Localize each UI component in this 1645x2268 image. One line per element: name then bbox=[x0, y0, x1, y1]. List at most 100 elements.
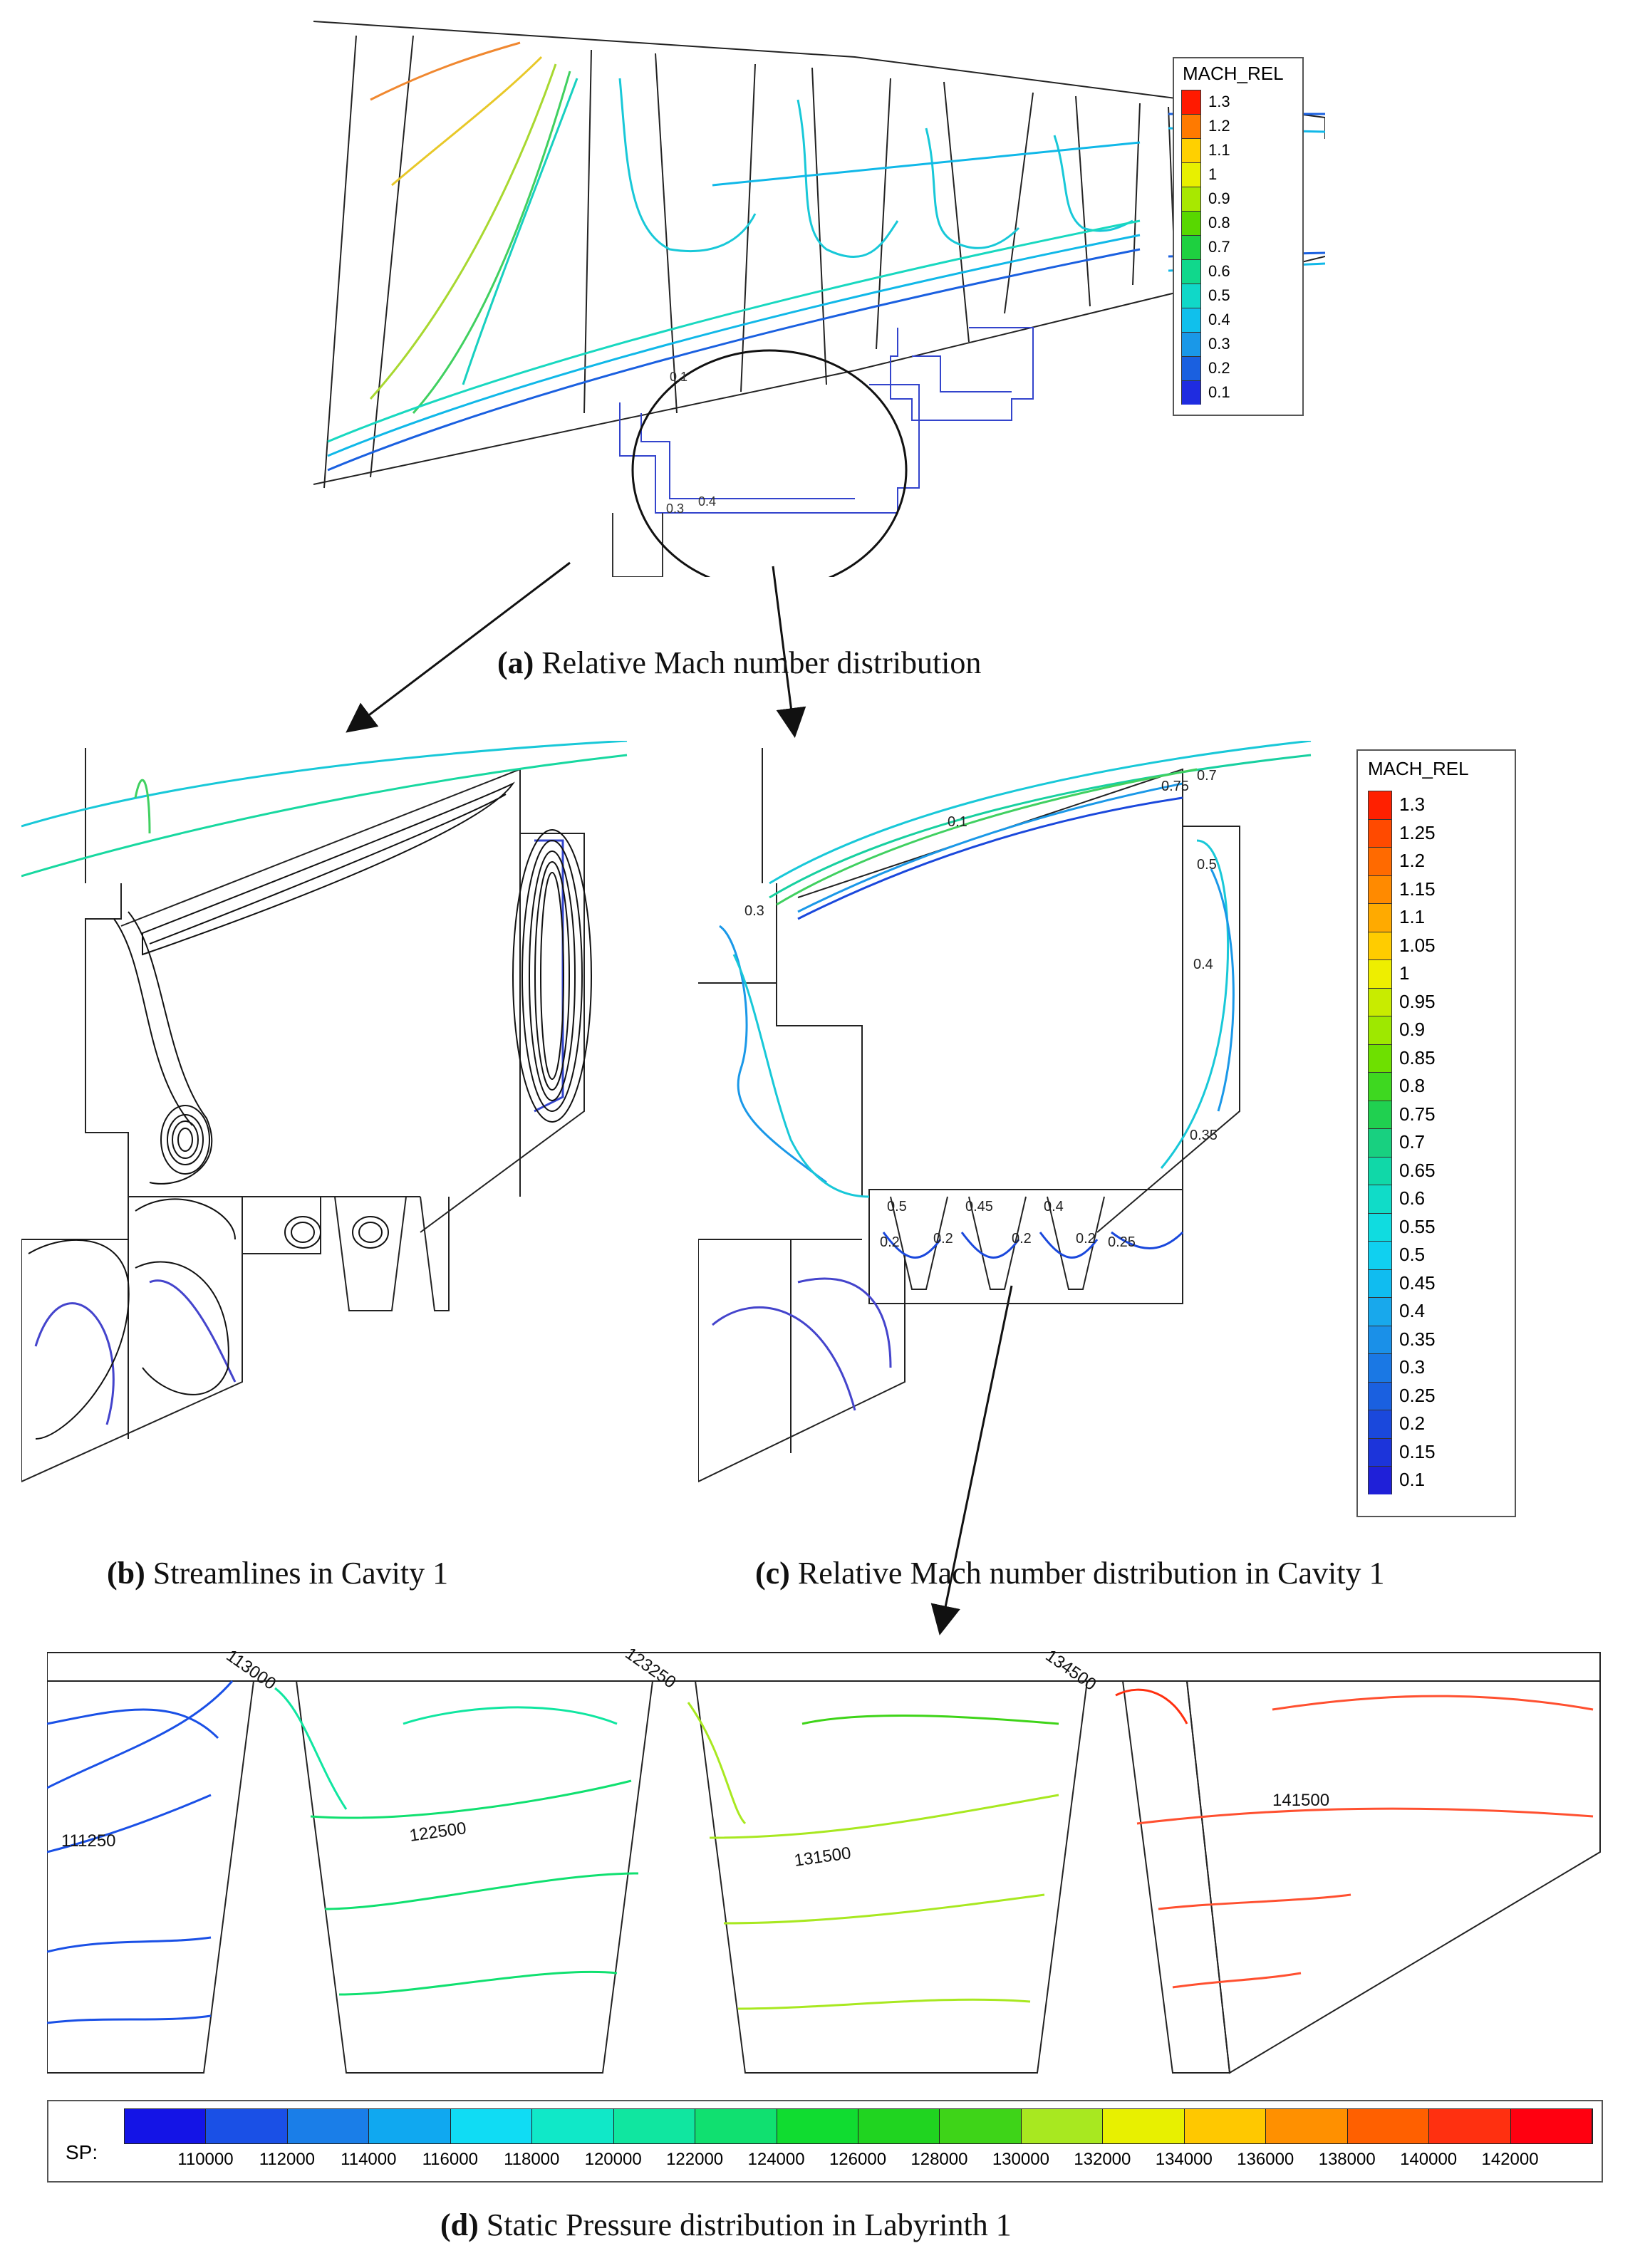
caption-b: (b) Streamlines in Cavity 1 bbox=[107, 1555, 448, 1591]
contour-label: 0.2 bbox=[1012, 1231, 1032, 1247]
legend-label: 1.05 bbox=[1399, 934, 1436, 956]
colorbar-cell bbox=[1184, 2109, 1267, 2143]
contour-label: 0.45 bbox=[965, 1199, 993, 1214]
contour-label: 131500 bbox=[793, 1843, 852, 1871]
caption-b-label: (b) bbox=[107, 1556, 145, 1591]
legend-entry: 0.35 bbox=[1368, 1325, 1436, 1353]
legend-label: 0.4 bbox=[1399, 1300, 1426, 1322]
colorbar-cell bbox=[858, 2109, 940, 2143]
colorbar-tick-label: 114000 bbox=[341, 2150, 397, 2169]
legend-label: 1.3 bbox=[1208, 93, 1230, 110]
legend-label: 1.15 bbox=[1399, 878, 1436, 900]
caption-a-label: (a) bbox=[497, 645, 534, 680]
legend-entry: 0.4 bbox=[1368, 1297, 1425, 1326]
legend-entry: 0.7 bbox=[1368, 1128, 1425, 1157]
legend-swatch bbox=[1368, 1437, 1392, 1466]
legend-swatch bbox=[1368, 1325, 1392, 1353]
contour-label: 0.4 bbox=[698, 494, 716, 509]
legend-entry: 1.25 bbox=[1368, 818, 1436, 847]
legend-swatch bbox=[1368, 1044, 1392, 1072]
legend-entry: 0.8 bbox=[1181, 211, 1230, 235]
legend-swatch bbox=[1368, 1466, 1392, 1494]
legend-entry: 1.2 bbox=[1368, 847, 1425, 875]
legend-entry: 1.15 bbox=[1368, 875, 1436, 903]
colorbar-tick-label: 112000 bbox=[259, 2150, 316, 2169]
legend-entry: 0.8 bbox=[1368, 1072, 1425, 1101]
contour-label: 0.3 bbox=[666, 501, 684, 516]
legend-entry: 0.15 bbox=[1368, 1437, 1436, 1466]
legend-swatch bbox=[1368, 847, 1392, 875]
colorbar-tick-label: 140000 bbox=[1400, 2150, 1458, 2169]
legend-label: 0.6 bbox=[1399, 1187, 1426, 1210]
contour-label: 141500 bbox=[1272, 1791, 1329, 1810]
colorbar-cell bbox=[206, 2109, 288, 2143]
legend-entry: 0.55 bbox=[1368, 1212, 1436, 1241]
legend-entry: 1.1 bbox=[1368, 903, 1425, 932]
legend-entry: 0.25 bbox=[1368, 1381, 1436, 1410]
colorbar-cell bbox=[613, 2109, 696, 2143]
contour-label: 0.1 bbox=[670, 370, 687, 384]
legend-label: 1.25 bbox=[1399, 821, 1436, 843]
colorbar-cell bbox=[695, 2109, 777, 2143]
contour-label: 0.2 bbox=[1076, 1231, 1096, 1247]
contour-label: 0.5 bbox=[887, 1199, 907, 1214]
legend-swatch bbox=[1368, 987, 1392, 1016]
colorbar-cell bbox=[1429, 2109, 1511, 2143]
legend-swatch bbox=[1368, 875, 1392, 903]
legend-swatch bbox=[1368, 1156, 1392, 1185]
legend-title: MACH_REL bbox=[1183, 63, 1284, 84]
legend-swatch bbox=[1181, 211, 1201, 235]
legend-entry: 0.2 bbox=[1368, 1410, 1425, 1438]
caption-c: (c) Relative Mach number distribution in… bbox=[755, 1555, 1385, 1591]
legend-swatch bbox=[1368, 1016, 1392, 1044]
legend-swatch bbox=[1181, 235, 1201, 259]
contour-label: 0.5 bbox=[1197, 857, 1217, 873]
legend-swatch bbox=[1181, 284, 1201, 308]
legend-entry: 0.3 bbox=[1368, 1353, 1425, 1382]
legend-swatch bbox=[1368, 1128, 1392, 1157]
contour-label: 0.4 bbox=[1044, 1199, 1064, 1214]
legend-swatch bbox=[1368, 1072, 1392, 1101]
legend-entry: 0.4 bbox=[1181, 308, 1230, 332]
legend-label: 0.8 bbox=[1399, 1075, 1426, 1097]
legend-label: 1 bbox=[1399, 962, 1410, 984]
colorbar-tick-label: 122000 bbox=[666, 2150, 724, 2169]
contour-label: 0.4 bbox=[1193, 957, 1213, 972]
panel-b-streamline-plot bbox=[21, 741, 628, 1483]
legend-label: 1.3 bbox=[1399, 794, 1426, 816]
colorbar-cell bbox=[532, 2109, 614, 2143]
colorbar-tick-label: 118000 bbox=[504, 2150, 560, 2169]
legend-entry: 0.65 bbox=[1368, 1156, 1436, 1185]
legend-label: 0.2 bbox=[1399, 1413, 1426, 1435]
legend-entry: 0.2 bbox=[1181, 356, 1230, 380]
caption-a-text: Relative Mach number distribution bbox=[534, 645, 982, 680]
legend-label: 0.3 bbox=[1399, 1356, 1426, 1378]
legend-swatch bbox=[1368, 1100, 1392, 1128]
legend-swatch bbox=[1181, 356, 1201, 380]
legend-label: 0.95 bbox=[1399, 990, 1436, 1012]
legend-entry: 1.1 bbox=[1181, 138, 1230, 162]
legend-label: 0.25 bbox=[1399, 1384, 1436, 1406]
legend-swatch bbox=[1368, 903, 1392, 932]
contour-label: 0.1 bbox=[948, 814, 967, 830]
legend-swatch bbox=[1181, 259, 1201, 284]
legend-label: 0.6 bbox=[1208, 262, 1230, 280]
legend-entry: 0.75 bbox=[1368, 1100, 1436, 1128]
legend-label: 0.7 bbox=[1399, 1131, 1426, 1153]
legend-label: 0.3 bbox=[1208, 335, 1230, 353]
legend-label: 1.2 bbox=[1399, 850, 1426, 872]
legend-label: 0.5 bbox=[1399, 1244, 1426, 1266]
legend-entry: 0.7 bbox=[1181, 235, 1230, 259]
colorbar-cell bbox=[450, 2109, 533, 2143]
colorbar-tick-label: 110000 bbox=[177, 2150, 234, 2169]
legend-label: 0.7 bbox=[1208, 238, 1230, 256]
legend-swatch bbox=[1181, 138, 1201, 162]
legend-swatch bbox=[1368, 1381, 1392, 1410]
panel-d-contour-plot: 113000 123250 134500 111250 122500 13150… bbox=[47, 1644, 1601, 2074]
legend-entry: 0.3 bbox=[1181, 332, 1230, 356]
legend-swatch bbox=[1368, 1297, 1392, 1326]
legend-swatch bbox=[1368, 1241, 1392, 1269]
